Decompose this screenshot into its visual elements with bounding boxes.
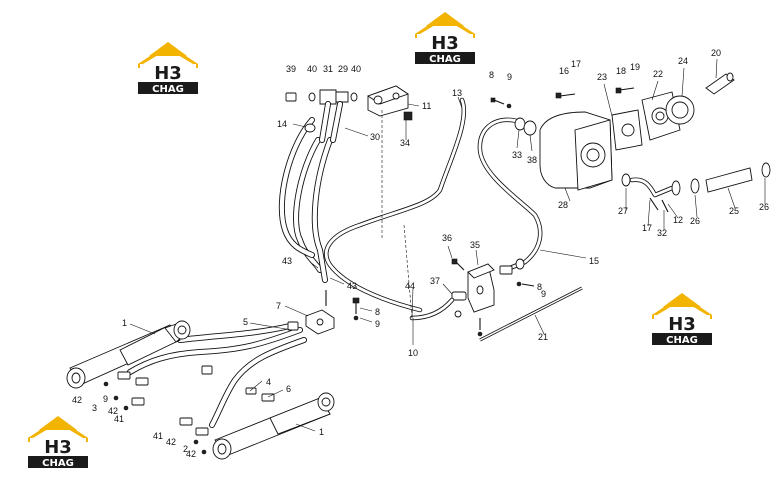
label-42-a: 42 [72,395,82,405]
label-21: 21 [538,332,548,342]
pump-assembly [490,72,735,191]
leader-lines [129,58,766,432]
logo-bottom-text: CHAG [152,84,184,95]
label-44: 44 [405,281,415,291]
pipe-10 [381,110,455,321]
tee-fitting-7 [305,290,360,335]
label-3: 3 [92,403,97,413]
label-43-b: 43 [347,281,357,291]
watermark-logo-top-left: H3 CHAG [138,42,198,95]
watermark-logo-top-center: H3 CHAG [415,12,475,65]
label-18: 18 [616,66,626,76]
label-42-b: 42 [108,406,118,416]
logo-top-text: H3 [44,437,72,458]
cylinder-1-lower [212,392,335,460]
logo-bottom-text: CHAG [666,335,698,346]
label-8-top: 8 [489,70,494,80]
top-fittings [285,89,358,143]
label-41-b: 41 [153,431,163,441]
label-9-top: 9 [507,72,512,82]
label-1-lower: 1 [319,427,324,437]
label-25: 25 [729,206,739,216]
label-33: 33 [512,150,522,160]
label-42-c: 42 [166,437,176,447]
steering-valve-11 [367,85,413,121]
label-12: 12 [673,215,683,225]
watermark-logo-bottom-left: H3 CHAG [28,416,88,469]
label-39: 39 [286,64,296,74]
label-38: 38 [527,155,537,165]
label-26-a: 26 [690,216,700,226]
label-14: 14 [277,119,287,129]
part-number-labels: 39 40 31 29 40 11 13 14 30 34 8 9 17 16 … [72,48,769,459]
logo-top-text: H3 [668,314,696,335]
label-43-a: 43 [282,256,292,266]
priority-valve-35 [451,258,535,337]
label-11: 11 [422,101,431,111]
label-2: 2 [183,444,188,454]
label-15: 15 [589,256,599,266]
label-9-mid: 9 [375,319,380,329]
label-6: 6 [286,384,291,394]
label-40-b: 40 [351,64,361,74]
label-41-a: 41 [114,414,124,424]
label-23: 23 [597,72,607,82]
logo-bottom-text: CHAG [42,458,74,469]
label-1-upper: 1 [122,318,127,328]
label-35: 35 [470,240,480,250]
label-20: 20 [711,48,721,58]
label-37: 37 [430,276,440,286]
label-16: 16 [559,66,569,76]
label-4: 4 [266,377,271,387]
logo-bottom-text: CHAG [429,54,461,65]
label-9-right: 9 [541,289,546,299]
label-30: 30 [370,132,380,142]
watermark-logo-right: H3 CHAG [652,293,712,346]
rod-21 [479,286,583,342]
suction-tube [621,162,771,213]
label-42-d: 42 [186,449,196,459]
label-13: 13 [452,88,462,98]
label-36: 36 [442,233,452,243]
label-24: 24 [678,56,688,66]
hoses-lower [127,323,307,428]
return-pipe-13 [324,97,466,313]
label-40-a: 40 [307,64,317,74]
label-17-bottom: 17 [642,223,652,233]
logo-top-text: H3 [154,63,182,84]
label-7: 7 [276,301,281,311]
label-31: 31 [323,64,333,74]
pressure-pipe-15 [477,117,543,271]
cylinder-fittings [103,321,299,455]
label-27: 27 [618,206,628,216]
label-22: 22 [653,69,663,79]
label-32-a: 32 [657,228,667,238]
hoses-upper [278,117,333,283]
label-26-b: 26 [759,202,769,212]
label-17-top: 17 [571,59,581,69]
logo-top-text: H3 [431,33,459,54]
cylinder-1-upper [66,320,191,389]
label-9-left: 9 [103,394,108,404]
label-8-mid: 8 [375,307,380,317]
label-34: 34 [400,138,410,148]
label-29: 29 [338,64,348,74]
label-28: 28 [558,200,568,210]
label-5: 5 [243,317,248,327]
label-8-right: 8 [537,282,542,292]
label-19: 19 [630,62,640,72]
label-10: 10 [408,348,418,358]
